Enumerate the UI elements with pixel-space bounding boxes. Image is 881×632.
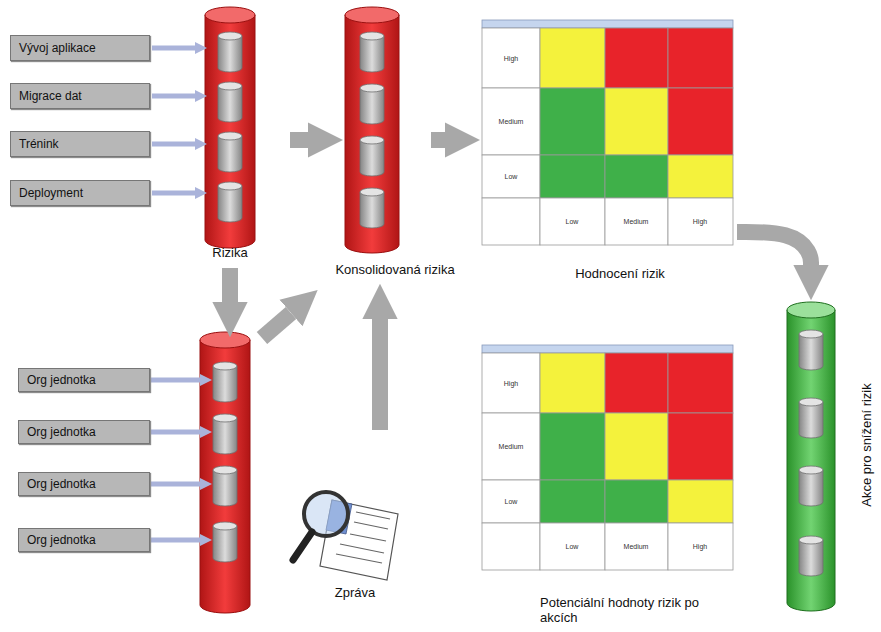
matrix-cell-label: Medium: [499, 118, 524, 125]
matrix-cell-label: Low: [566, 218, 579, 225]
box-label: Deployment: [19, 186, 83, 200]
flow-arrows: [230, 268, 291, 338]
process-box: Org jednotka: [18, 528, 150, 552]
input-arrow: [152, 46, 195, 51]
flow-arrow: [290, 132, 308, 148]
input-arrow: [152, 94, 195, 99]
process-box: Org jednotka: [18, 368, 150, 392]
red-cylinder: [205, 7, 255, 248]
matrix-cell-label: High: [504, 380, 518, 387]
shape-heading: Potenciální hodnoty rizik po akcích: [540, 595, 700, 625]
box-label: Org jednotka: [27, 477, 96, 491]
shape-heading: Rizika: [212, 245, 247, 260]
matrix-cell-label: Medium: [624, 543, 649, 550]
matrix-cell-label: High: [693, 218, 707, 225]
red-cylinder: [345, 7, 399, 253]
process-box: Trénink: [10, 131, 150, 157]
box-label: Org jednotka: [27, 373, 96, 387]
matrix-cell-label: Low: [566, 543, 579, 550]
process-box: Migrace dat: [10, 83, 150, 109]
process-box: Vývoj aplikace: [10, 35, 150, 61]
shape-heading: Akce pro snížení rizik: [859, 320, 874, 570]
process-box: Org jednotka: [18, 420, 150, 444]
matrix-cell-label: Low: [505, 498, 518, 505]
input-arrow: [152, 191, 195, 196]
matrix-cell-label: Medium: [499, 443, 524, 450]
matrix-cell-label: Low: [505, 173, 518, 180]
report-illustration: [293, 492, 398, 580]
process-box: Deployment: [10, 180, 150, 206]
matrix-cell-label: High: [504, 55, 518, 62]
risk-matrix: Potenciální hodnoty rizik po akcích: [482, 345, 733, 629]
red-cylinder: [200, 332, 250, 613]
risk-matrix: [482, 345, 733, 570]
matrix-cell-label: High: [693, 543, 707, 550]
input-arrows: [150, 380, 200, 540]
shape-heading: Zpráva: [335, 585, 375, 600]
flow-arrow: [737, 232, 811, 265]
box-label: Org jednotka: [27, 533, 96, 547]
risk-matrix: [482, 20, 733, 245]
input-arrow: [152, 142, 195, 147]
process-box: Org jednotka: [18, 472, 150, 496]
box-label: Org jednotka: [27, 425, 96, 439]
box-label: Trénink: [19, 137, 59, 151]
green-cylinder: [787, 302, 835, 611]
flow-arrow: [431, 132, 445, 148]
action-cylinder: Akce pro snížení rizik: [787, 302, 835, 613]
shape-heading: Hodnocení rizik: [575, 266, 665, 281]
risk-cylinder: Konsolidovaná rizika: [345, 7, 399, 280]
box-label: Migrace dat: [19, 89, 82, 103]
box-label: Vývoj aplikace: [19, 41, 96, 55]
risk-cylinder: Rizika: [205, 7, 255, 262]
risk-matrix: Hodnocení rizik: [482, 20, 733, 282]
matrix-cell-label: Medium: [624, 218, 649, 225]
report-figure: Zpráva: [290, 430, 410, 602]
flow-arrow: [372, 319, 388, 430]
shape-heading: Konsolidovaná rizika: [335, 262, 454, 277]
